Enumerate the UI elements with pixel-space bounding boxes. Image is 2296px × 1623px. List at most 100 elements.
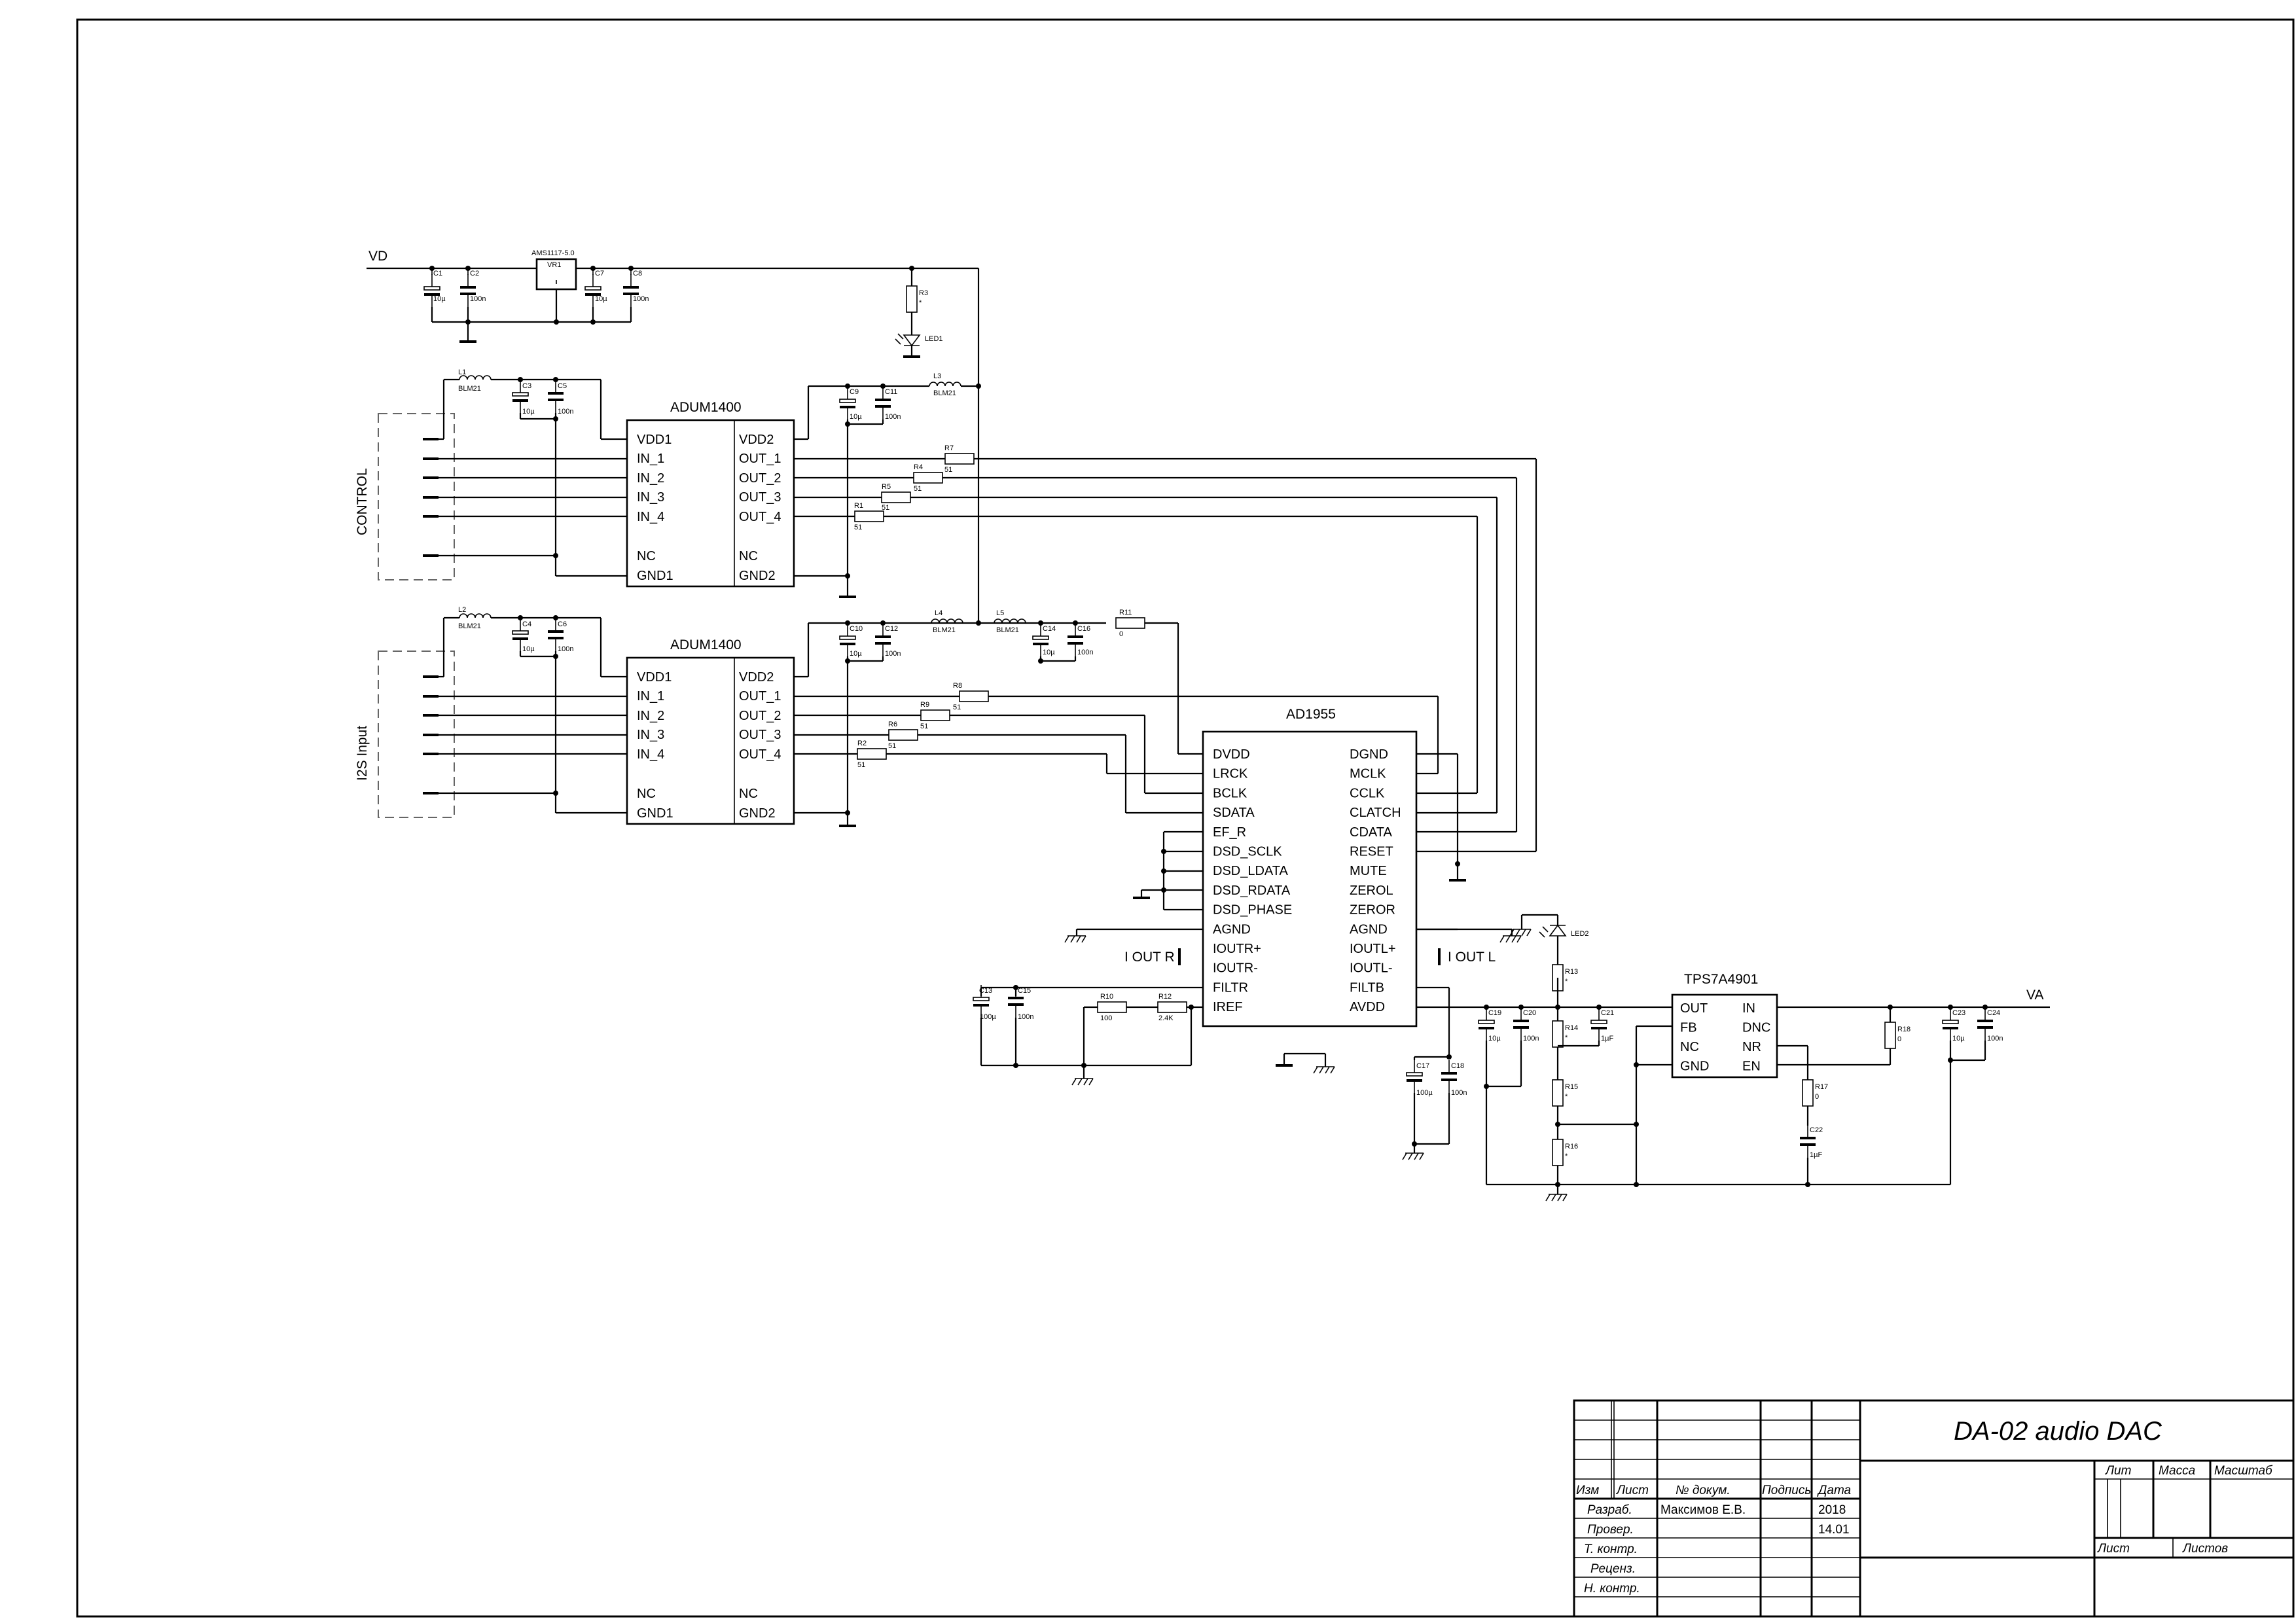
l2-value: BLM21: [458, 622, 481, 630]
c3-ref: C3: [522, 382, 531, 390]
r2-value: 51: [857, 761, 865, 769]
l3-value: BLM21: [933, 389, 956, 397]
r8-value: 51: [953, 704, 961, 711]
c10-value: 10µ: [850, 650, 862, 658]
r12-ref: R12: [1158, 993, 1172, 1001]
c10-ref: C10: [850, 625, 863, 633]
c6-ref: C6: [558, 620, 567, 628]
dac-pin-left-2: BCLK: [1213, 786, 1247, 800]
dac-pin-left-1: LRCK: [1213, 767, 1248, 781]
dac-pin-left-12: FILTR: [1213, 980, 1248, 995]
iso1-pin-left-3: IN_3: [637, 490, 664, 505]
iso1-pin-right-6: GND2: [739, 569, 776, 583]
r7-value: 51: [944, 466, 952, 474]
r10-ref: R10: [1100, 993, 1113, 1001]
iout-l-label: I OUT L: [1448, 950, 1496, 965]
control-connector-label: CONTROL: [355, 468, 370, 535]
c4-value: 10µ: [522, 645, 535, 653]
c22-ref: C22: [1810, 1126, 1823, 1134]
iso2-pin-left-5: NC: [637, 787, 656, 801]
row-tkontr: Т. контр.: [1584, 1543, 1638, 1556]
iout-r-label: I OUT R: [1124, 950, 1175, 965]
iso1-pin-right-5: NC: [739, 549, 758, 563]
dac-pin-right-5: RESET: [1350, 845, 1393, 859]
c17-value: 100µ: [1416, 1089, 1433, 1097]
ldo-pin-left-2: NC: [1680, 1040, 1699, 1054]
c20-value: 100n: [1523, 1035, 1539, 1043]
ldo-title: TPS7A4901: [1684, 972, 1758, 987]
c4-ref: C4: [522, 620, 531, 628]
ldo-pin-right-1: DNC: [1742, 1021, 1770, 1035]
ldo-pin-left-1: FB: [1680, 1021, 1697, 1035]
date-year: 2018: [1818, 1503, 1846, 1517]
c1-value: 10µ: [433, 295, 446, 303]
r9-value: 51: [920, 722, 928, 730]
date-day: 14.01: [1818, 1523, 1850, 1537]
row-nkontr: Н. контр.: [1584, 1582, 1640, 1596]
sheet-label: Лист: [2096, 1542, 2130, 1556]
dac-pin-right-1: MCLK: [1350, 767, 1386, 781]
c23-value: 10µ: [1952, 1035, 1965, 1043]
c19-ref: C19: [1488, 1009, 1501, 1017]
dac-pin-right-8: ZEROR: [1350, 903, 1395, 918]
hdr-list: Лист: [1615, 1484, 1649, 1497]
c12-value: 100n: [885, 650, 901, 658]
c22-value: 1µF: [1810, 1151, 1822, 1159]
dac-pin-left-10: IOUTR+: [1213, 942, 1261, 956]
c2-value: 100n: [470, 295, 486, 303]
c1-ref: C1: [433, 270, 442, 277]
iso1-pin-left-1: IN_1: [637, 452, 664, 466]
iso2-pin-left-1: IN_1: [637, 689, 664, 704]
l3-ref: L3: [933, 372, 941, 380]
dac-pin-right-11: IOUTL-: [1350, 961, 1393, 976]
iso2-pin-right-1: OUT_1: [739, 689, 781, 704]
iso1-title: ADUM1400: [670, 400, 742, 415]
r14-ref: R14: [1565, 1024, 1578, 1032]
iso2-chip: [626, 656, 795, 825]
i2s-connector-label: I2S Input: [355, 726, 370, 781]
led1-ref: LED1: [925, 335, 943, 343]
r11-ref: R11: [1119, 609, 1132, 616]
l1-value: BLM21: [458, 385, 481, 393]
l5-ref: L5: [996, 609, 1004, 617]
c7-ref: C7: [595, 270, 604, 277]
vr1-regulator: [535, 258, 577, 291]
c3-value: 10µ: [522, 408, 535, 416]
vr1-ref: VR1: [547, 261, 561, 269]
r6-ref: R6: [888, 721, 897, 728]
drawing-title: DA-02 audio DAC: [1954, 1417, 2162, 1446]
iso1-pin-left-6: GND1: [637, 569, 673, 583]
c9-ref: C9: [850, 388, 859, 396]
iso2-pin-right-4: OUT_4: [739, 747, 781, 762]
iso2-pin-left-6: GND1: [637, 806, 673, 821]
dac-pin-left-6: DSD_LDATA: [1213, 864, 1289, 878]
dac-pin-right-9: AGND: [1350, 922, 1388, 936]
iso1-chip: [626, 419, 795, 588]
power-input-section: VD C1 10µ C2 100n AMS1117-5.0 VR1 C7: [367, 249, 981, 626]
i2s-section: I2S Input L2 BLM21 C4 10µ C6 100n: [355, 606, 1439, 827]
c2-ref: C2: [470, 270, 479, 277]
r10-value: 100: [1100, 1014, 1112, 1022]
dac-pin-left-11: IOUTR-: [1213, 961, 1258, 976]
iso1-pin-right-2: OUT_2: [739, 471, 781, 486]
net-vd-label: VD: [368, 249, 387, 264]
iso2-pin-left-0: VDD1: [637, 670, 672, 685]
c21-ref: C21: [1601, 1009, 1614, 1017]
l2-ref: L2: [458, 606, 466, 614]
dac-pin-right-10: IOUTL+: [1350, 942, 1396, 956]
c13-ref: C13: [979, 987, 992, 995]
c8-ref: C8: [633, 270, 642, 277]
iso2-title: ADUM1400: [670, 637, 742, 652]
r4-ref: R4: [914, 463, 923, 471]
c15-value: 100n: [1018, 1013, 1033, 1021]
r18-value: 0: [1897, 1035, 1901, 1043]
r2-ref: R2: [857, 740, 867, 747]
c11-ref: C11: [885, 388, 897, 396]
control-section: CONTROL L1 BLM21 C3 10µ C5 100n: [355, 368, 1536, 598]
drawing-frame: [76, 18, 2295, 1618]
dac-pin-left-3: SDATA: [1213, 806, 1255, 820]
dac-chip: [1202, 730, 1418, 1027]
c16-ref: C16: [1077, 625, 1090, 633]
dac-pin-left-9: AGND: [1213, 922, 1251, 936]
c6-value: 100n: [558, 645, 573, 653]
